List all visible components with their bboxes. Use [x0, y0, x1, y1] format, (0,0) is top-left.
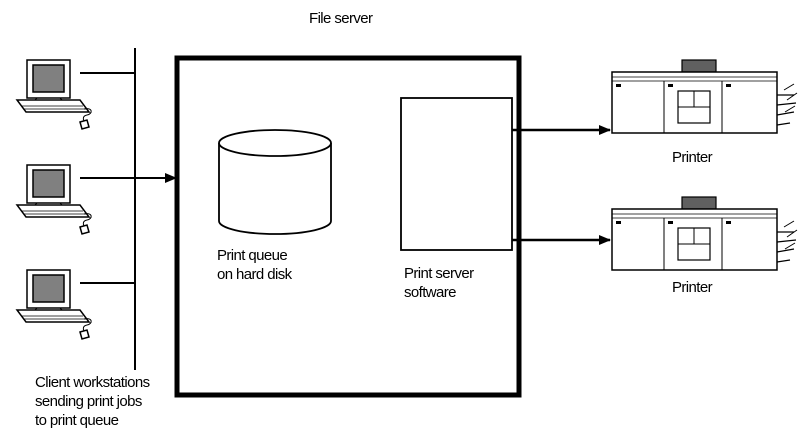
workstation-icon: [17, 165, 91, 234]
printer-label-1: Printer: [672, 148, 712, 167]
client-caption-line-2: sending print jobs: [35, 392, 149, 411]
file-server-title: File server: [309, 9, 372, 28]
printer-icon: [612, 197, 797, 270]
print-server-label-line-1: Print server: [404, 264, 474, 283]
print-server-label: Print server software: [404, 264, 474, 302]
print-server-label-line-2: software: [404, 283, 474, 302]
print-server-box: [401, 98, 512, 250]
printer-label-2: Printer: [672, 278, 712, 297]
database-cylinder-icon: [219, 130, 331, 234]
print-queue-label-line-2: on hard disk: [217, 265, 292, 284]
print-queue-label: Print queue on hard disk: [217, 246, 292, 284]
print-queue-label-line-1: Print queue: [217, 246, 292, 265]
workstation-icon: [17, 60, 91, 129]
client-caption-line-1: Client workstations: [35, 373, 149, 392]
client-workstations-caption: Client workstations sending print jobs t…: [35, 373, 149, 430]
printer-icon: [612, 60, 797, 133]
workstation-icon: [17, 270, 91, 339]
client-caption-line-3: to print queue: [35, 411, 149, 430]
